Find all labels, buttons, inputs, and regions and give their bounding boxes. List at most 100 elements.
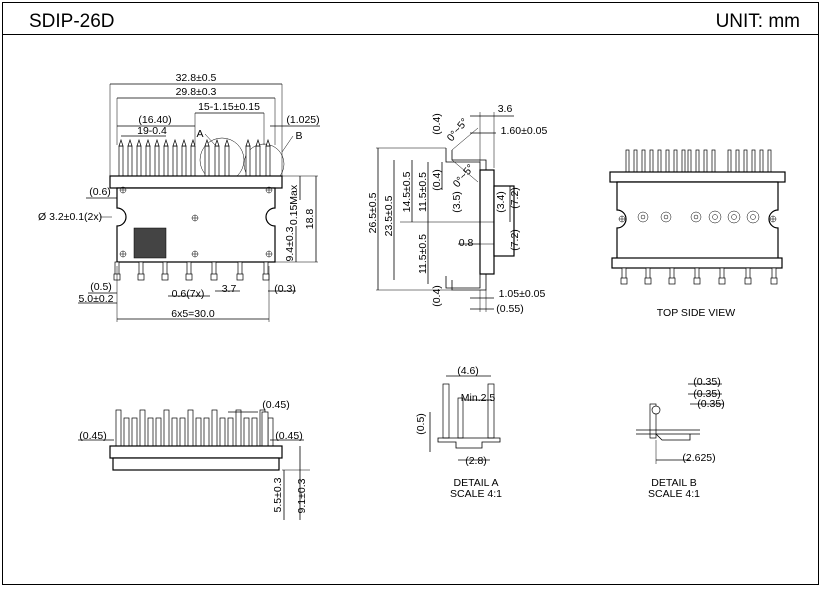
- tsv-top-pin: [641, 149, 646, 173]
- bottom-body-band: [109, 445, 283, 459]
- bottom-fin: [131, 417, 138, 447]
- dim-bv-top-045: (0.45): [262, 399, 289, 411]
- front-top-pin: [145, 145, 151, 177]
- front-top-pin-tip: [154, 138, 160, 147]
- front-top-pin-tip: [204, 138, 210, 147]
- dim-mid-04: (0.4): [431, 169, 443, 191]
- tsv-bottom-pin-foot: [770, 277, 778, 285]
- tsv-top-pin: [695, 149, 700, 173]
- front-top-pin-tip: [224, 138, 230, 147]
- dim-a-05: (0.5): [415, 413, 427, 435]
- front-bottom-pin-foot: [185, 273, 193, 281]
- dim-overall-height: 18.8: [304, 209, 316, 230]
- dim-max-height: 0.15Max: [288, 184, 300, 225]
- front-top-pin-tip: [265, 138, 271, 147]
- front-top-pin: [245, 145, 251, 177]
- title-bar: SDIP-26D UNIT: mm: [2, 2, 819, 35]
- dim-pitch-19: 19-0.4: [137, 125, 167, 137]
- front-bottom-pin-foot: [262, 273, 270, 281]
- front-top-pin: [172, 145, 178, 177]
- tsv-bottom-pin-foot: [693, 277, 701, 285]
- front-top-pin-tip: [118, 138, 124, 147]
- dim-overall-width: 32.8±0.5: [176, 72, 217, 84]
- tsv-top-pin: [649, 149, 654, 173]
- dim-r34: (3.4): [495, 191, 507, 213]
- detail-b: (0.35) (0.35) (0.35) (2.625) DETAIL B SC…: [636, 376, 725, 500]
- tsv-top-band: [609, 171, 786, 183]
- label-a: A: [196, 128, 203, 140]
- dim-a-min25: Min.2.5: [461, 392, 496, 404]
- dim-side-top-04: (0.4): [431, 113, 443, 135]
- front-top-pin-tip: [214, 138, 220, 147]
- tsv-bottom-pin-foot: [668, 277, 676, 285]
- tsv-top-pin: [665, 149, 670, 173]
- tsv-top-pin: [681, 149, 686, 173]
- side-fin: [493, 185, 515, 257]
- bottom-fin: [115, 409, 122, 447]
- front-view: 32.8±0.5 29.8±0.3 15-1.15±0.15 (16.40) 1…: [38, 72, 320, 322]
- front-top-pin-tip: [127, 138, 133, 147]
- front-top-pin: [255, 145, 261, 177]
- bottom-fin: [187, 409, 194, 447]
- dim-angle-1: 0°~5°: [445, 116, 471, 144]
- tsv-top-pin: [759, 149, 764, 173]
- front-bottom-pin-foot: [210, 273, 218, 281]
- front-top-pin: [181, 145, 187, 177]
- bottom-fin: [171, 417, 178, 447]
- bottom-fin: [251, 417, 258, 447]
- front-top-pin-tip: [172, 138, 178, 147]
- front-top-pin: [204, 145, 210, 177]
- front-top-pin-tip: [145, 138, 151, 147]
- dim-upper-14: 14.5±0.5: [401, 171, 413, 212]
- side-view: (0.4) 0°~5° 0°~5° 3.6 1.60±0.05 26.5±0.5…: [367, 103, 547, 315]
- front-top-pin: [190, 145, 196, 177]
- tsv-top-pin: [687, 149, 692, 173]
- tsv-top-pin: [751, 149, 756, 173]
- bottom-fin: [219, 417, 226, 447]
- dim-b-c: (0.35): [697, 398, 724, 410]
- tsv-bottom-pin-foot: [620, 277, 628, 285]
- front-top-pin: [265, 145, 271, 177]
- dim-r72a: (7.2): [509, 187, 521, 209]
- tsv-top-pin: [711, 149, 716, 173]
- tsv-top-pin: [657, 149, 662, 173]
- dim-a-46: (4.6): [457, 365, 479, 377]
- front-bottom-pins: [113, 261, 270, 281]
- tsv-caption: TOP SIDE VIEW: [657, 307, 735, 319]
- dim-pitch-group: 15-1.15±0.15: [198, 101, 260, 113]
- front-bottom-pin-foot: [161, 273, 169, 281]
- detail-a: (4.6) Min.2.5 (0.5) (2.8) DETAIL A SCALE…: [415, 365, 502, 500]
- dim-angle-2: 0°~5°: [451, 162, 477, 190]
- dim-side-105: 1.05±0.05: [499, 288, 546, 300]
- bottom-fin: [267, 417, 274, 447]
- bottom-fin: [195, 417, 202, 447]
- dim-mid-35: (3.5): [451, 191, 463, 213]
- dim-right-offset: (1.025): [286, 114, 319, 126]
- tsv-top-pin: [673, 149, 678, 173]
- package-title: SDIP-26D: [29, 11, 115, 32]
- dim-lower-11: 11.5±0.5: [417, 234, 429, 274]
- dim-lead-06: 0.6(7x): [172, 288, 205, 300]
- bottom-fin: [211, 409, 218, 447]
- tsv-top-pin: [767, 149, 772, 173]
- bottom-body: [112, 457, 280, 471]
- bottom-fin: [235, 409, 242, 447]
- dim-hole: Ø 3.2±0.1(2x): [38, 211, 102, 223]
- dim-bv-left-045: (0.45): [79, 430, 106, 442]
- front-bottom-pin-foot: [236, 273, 244, 281]
- front-die-marker: [133, 227, 167, 259]
- detail-a-caption: DETAIL A: [454, 477, 499, 489]
- front-top-pin: [118, 145, 124, 177]
- dim-bv-right-045: (0.45): [275, 430, 302, 442]
- dim-b-b: (0.35): [693, 388, 720, 400]
- dim-b-a: (0.35): [693, 376, 720, 388]
- front-top-pin: [163, 145, 169, 177]
- dim-left-06: (0.6): [89, 186, 111, 198]
- tsv-top-pin: [703, 149, 708, 173]
- front-top-pin-tip: [163, 138, 169, 147]
- front-body-top-band: [109, 175, 283, 189]
- front-top-pin: [224, 145, 230, 177]
- detail-b-caption: DETAIL B: [651, 477, 697, 489]
- bottom-fin: [139, 409, 146, 447]
